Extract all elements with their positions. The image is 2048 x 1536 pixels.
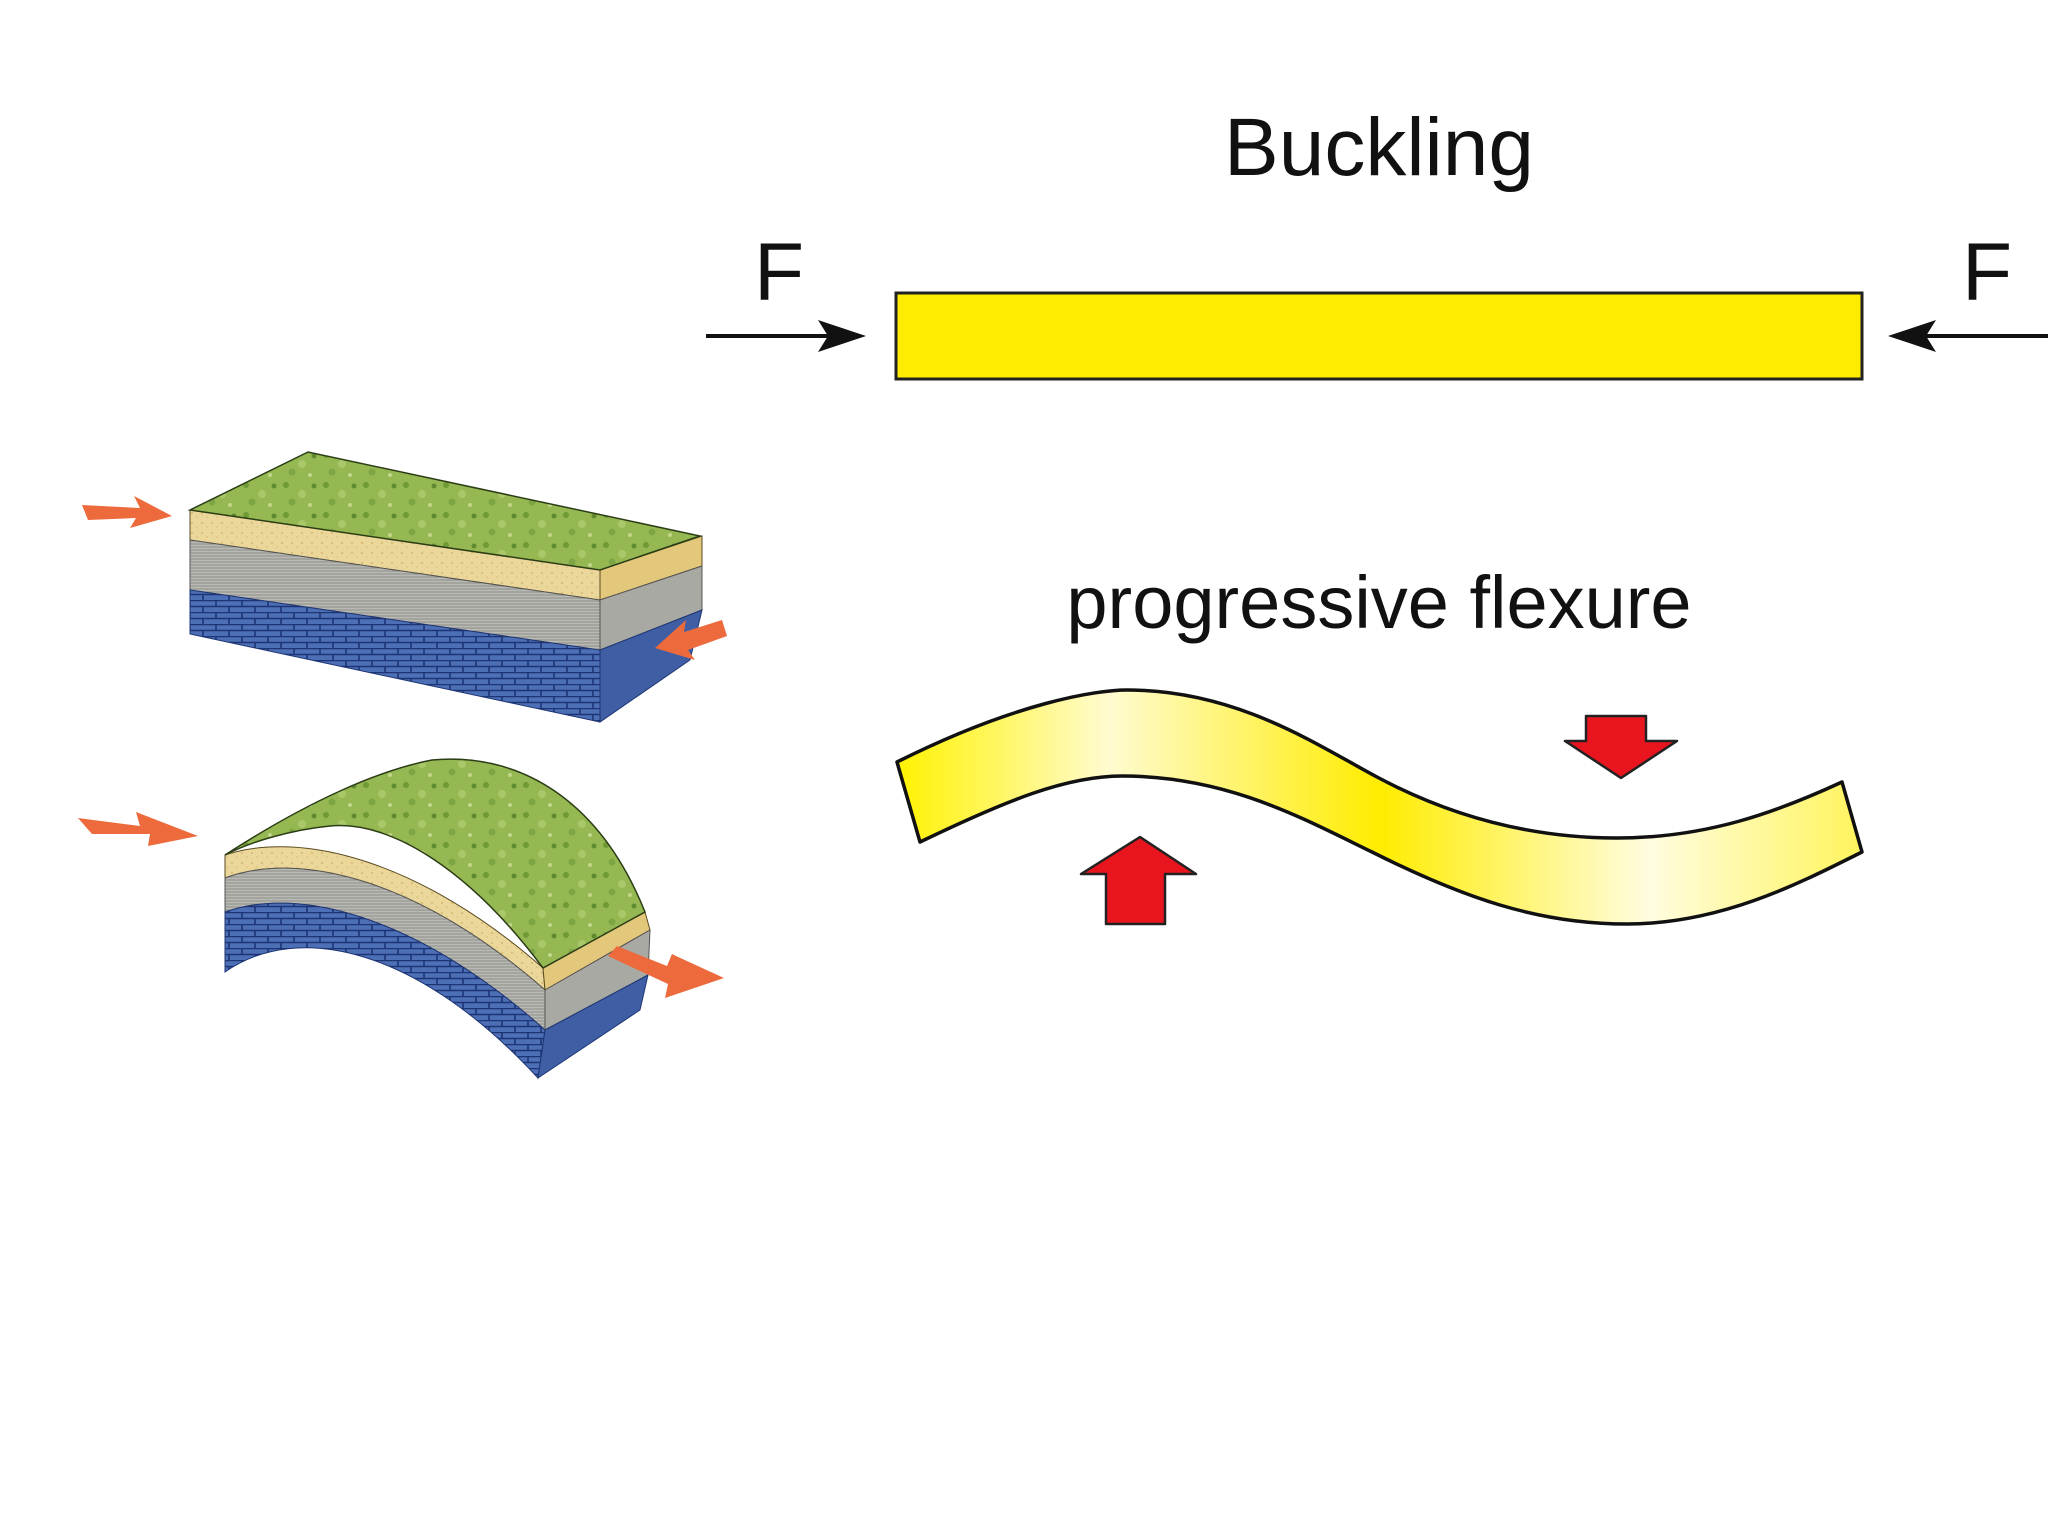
compression-arrow-bottom-right [608,946,724,998]
diagram-title: Buckling [1224,102,1534,193]
push-arrow-down [1563,714,1679,780]
bent-beam [895,688,1864,926]
compression-arrow-top-right [655,620,727,660]
compression-arrow-bottom-left [78,812,198,846]
force-arrow-left [706,320,866,352]
force-label-right: F [1962,227,2012,318]
folded-rock-block [224,758,651,1080]
straight-beam [894,291,1864,381]
flexure-label: progressive flexure [1066,561,1691,644]
force-label-left: F [754,227,804,318]
compression-arrow-top-left [82,496,172,528]
force-arrow-right [1888,320,2048,352]
push-arrow-up [1079,835,1198,926]
flat-rock-block [187,451,703,723]
